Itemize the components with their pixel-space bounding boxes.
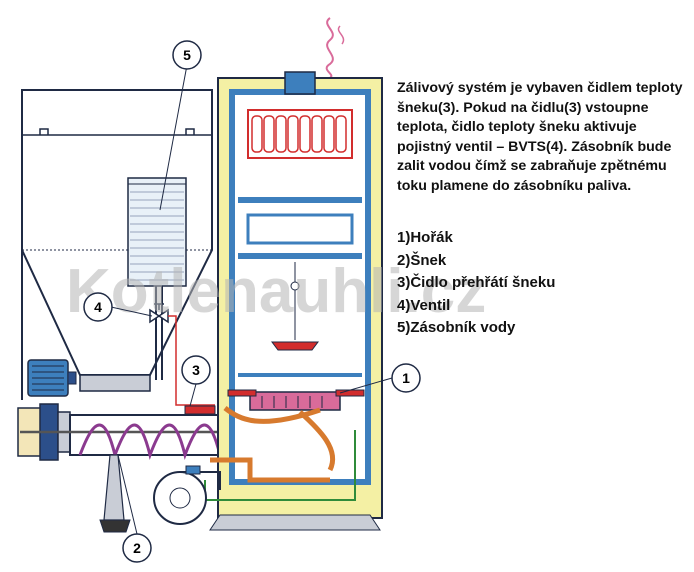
- callout-3: 3: [181, 355, 211, 407]
- legend-item-burner: 1)Hořák: [397, 229, 453, 246]
- blower-fan: [153, 465, 221, 525]
- legend-item-water-tank: 5)Zásobník vody: [397, 319, 516, 336]
- callout-2: 2: [117, 454, 152, 563]
- sensor-wire: [168, 315, 215, 406]
- description-text: Zálivový systém je vybaven čidlem teplot…: [397, 80, 683, 194]
- legend-item-valve: 4)Ventil: [397, 296, 451, 314]
- callout-2-label: 2: [133, 540, 141, 556]
- callout-4-label: 4: [94, 299, 102, 315]
- callout-5: 5: [159, 40, 202, 211]
- legend: 1)Hořák 2)Šnek 3)Čidlo přehřátí šneku 4)…: [397, 227, 555, 340]
- fuel-hopper: [21, 89, 213, 400]
- legend-item-sensor: 3)Čidlo přehřátí šneku: [397, 274, 556, 291]
- callout-1-label: 1: [402, 370, 410, 386]
- safety-valve: [149, 303, 169, 324]
- watermark: Kotlenauhli.cz: [66, 257, 486, 326]
- exhaust-squiggle-2: [337, 25, 345, 45]
- exhaust-squiggle: [325, 17, 334, 79]
- callout-1: 1: [339, 363, 421, 394]
- water-tank: [127, 177, 187, 380]
- callout-3-label: 3: [192, 362, 200, 378]
- callout-5-label: 5: [183, 47, 191, 63]
- legend-item-auger: 2)Šnek: [397, 251, 447, 269]
- callout-4: 4: [83, 292, 153, 322]
- burner: [184, 389, 365, 501]
